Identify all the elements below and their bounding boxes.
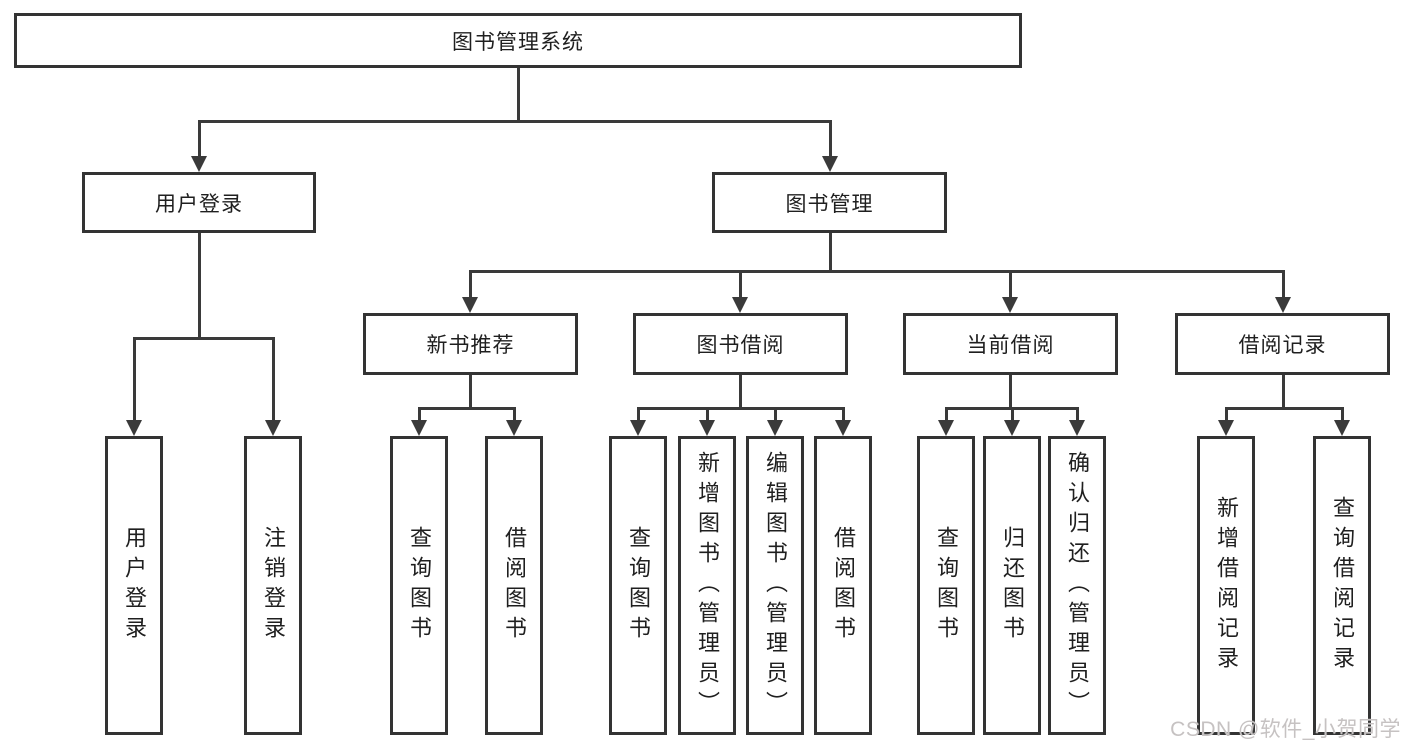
- connector-new-book-recommendation-rail: [417, 407, 516, 410]
- leaf-add-borrow-record: 新增借阅记录: [1197, 436, 1255, 735]
- node-book-borrowing-label: 图书借阅: [696, 334, 785, 357]
- leaf-add-book-admin-label: 新增图书（管理员）: [695, 450, 720, 721]
- node-book-borrowing: 图书借阅: [633, 313, 848, 375]
- leaf-add-borrow-record-label: 新增借阅记录: [1214, 495, 1239, 676]
- arrow-to-new-book-recommendation: [462, 270, 478, 313]
- arrow-to-leaf-edit-book-admin: [767, 407, 783, 436]
- node-book-management-system-label: 图书管理系统: [452, 30, 584, 54]
- arrow-to-leaf-add-book-admin: [699, 407, 715, 436]
- arrow-to-book-management: [822, 120, 838, 172]
- arrow-to-leaf-borrow-books-recommend: [506, 407, 522, 436]
- arrow-to-leaf-borrow-books: [835, 407, 851, 436]
- node-new-book-recommendation: 新书推荐: [363, 313, 578, 375]
- leaf-add-book-admin: 新增图书（管理员）: [678, 436, 736, 735]
- leaf-query-books-recommend: 查询图书: [390, 436, 448, 735]
- arrow-to-leaf-query-books-borrow: [630, 407, 646, 436]
- connector-root-stem: [516, 68, 520, 123]
- leaf-query-books-current-label: 查询图书: [934, 525, 959, 646]
- connector-book-management-stem: [828, 233, 832, 273]
- arrow-to-leaf-add-borrow-record: [1218, 407, 1234, 436]
- arrow-to-current-borrowing: [1002, 270, 1018, 313]
- leaf-edit-book-admin: 编辑图书（管理员）: [746, 436, 804, 735]
- leaf-edit-book-admin-label: 编辑图书（管理员）: [763, 450, 788, 721]
- leaf-confirm-return-admin: 确认归还（管理员）: [1048, 436, 1106, 735]
- connector-book-borrowing-rail: [636, 407, 845, 410]
- connector-book-management-rail: [468, 270, 1285, 273]
- leaf-query-borrow-record: 查询借阅记录: [1313, 436, 1371, 735]
- leaf-borrow-books-recommend: 借阅图书: [485, 436, 543, 735]
- leaf-return-books: 归还图书: [983, 436, 1041, 735]
- arrow-to-borrowing-records: [1275, 270, 1291, 313]
- arrow-to-user-login: [191, 120, 207, 172]
- leaf-return-books-label: 归还图书: [1000, 525, 1025, 646]
- connector-new-book-recommendation-stem: [468, 375, 472, 410]
- node-book-management-label: 图书管理: [785, 192, 874, 216]
- node-current-borrowing-label: 当前借阅: [966, 334, 1055, 357]
- csdn-watermark: CSDN @软件_小贺同学: [1170, 718, 1401, 741]
- node-user-login: 用户登录: [82, 172, 316, 233]
- node-current-borrowing: 当前借阅: [903, 313, 1118, 375]
- leaf-query-books-current: 查询图书: [917, 436, 975, 735]
- leaf-query-books-recommend-label: 查询图书: [407, 525, 432, 646]
- connector-user-login-stem: [197, 233, 201, 340]
- arrow-to-book-borrowing: [732, 270, 748, 313]
- leaf-confirm-return-admin-label: 确认归还（管理员）: [1065, 450, 1090, 721]
- node-book-management: 图书管理: [712, 172, 947, 233]
- leaf-user-login-label: 用户登录: [122, 525, 147, 646]
- arrow-to-leaf-confirm-return-admin: [1069, 407, 1085, 436]
- leaf-logout-label: 注销登录: [261, 525, 286, 646]
- node-book-management-system: 图书管理系统: [14, 13, 1022, 68]
- connector-borrowing-records-rail: [1224, 407, 1344, 410]
- arrow-to-leaf-query-borrow-record: [1334, 407, 1350, 436]
- node-new-book-recommendation-label: 新书推荐: [426, 334, 515, 357]
- arrow-to-leaf-logout: [265, 337, 281, 436]
- node-borrowing-records: 借阅记录: [1175, 313, 1390, 375]
- arrow-to-leaf-query-books-recommend: [411, 407, 427, 436]
- connector-borrowing-records-stem: [1281, 375, 1285, 410]
- connector-user-login-rail: [132, 337, 275, 340]
- connector-current-borrowing-stem: [1008, 375, 1012, 410]
- leaf-borrow-books-label: 借阅图书: [831, 525, 856, 646]
- arrow-to-leaf-query-books-current: [938, 407, 954, 436]
- arrow-to-leaf-user-login: [126, 337, 142, 436]
- leaf-borrow-books: 借阅图书: [814, 436, 872, 735]
- leaf-query-books-borrow-label: 查询图书: [626, 525, 651, 646]
- node-user-login-label: 用户登录: [155, 192, 243, 216]
- leaf-query-books-borrow: 查询图书: [609, 436, 667, 735]
- leaf-logout: 注销登录: [244, 436, 302, 735]
- connector-root-rail: [197, 120, 832, 123]
- node-borrowing-records-label: 借阅记录: [1238, 334, 1327, 357]
- leaf-user-login: 用户登录: [105, 436, 163, 735]
- leaf-borrow-books-recommend-label: 借阅图书: [502, 525, 527, 646]
- arrow-to-leaf-return-books: [1004, 407, 1020, 436]
- connector-book-borrowing-stem: [738, 375, 742, 410]
- leaf-query-borrow-record-label: 查询借阅记录: [1330, 495, 1355, 676]
